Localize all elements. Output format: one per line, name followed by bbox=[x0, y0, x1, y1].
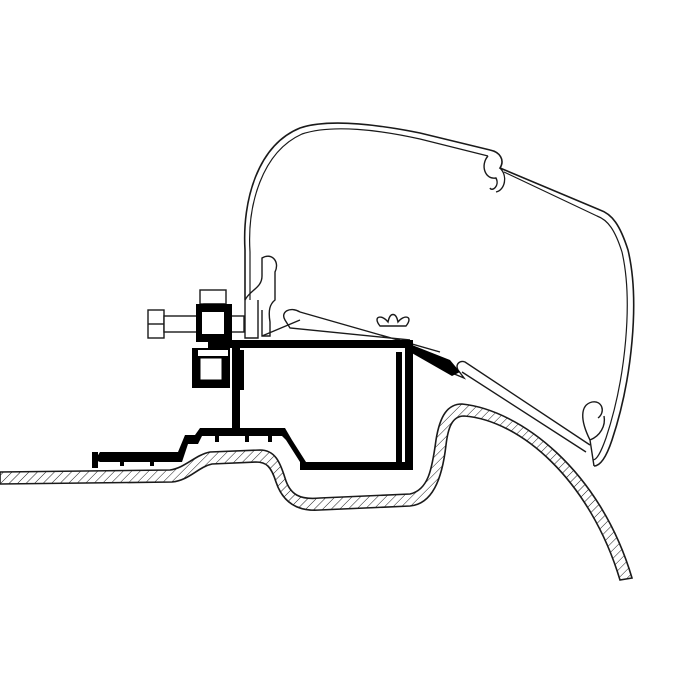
vehicle-roof bbox=[0, 403, 634, 581]
adapter-profile bbox=[92, 340, 460, 470]
housing-bottom-clip bbox=[582, 401, 606, 467]
housing-left-wall-lower bbox=[244, 300, 301, 339]
housing-left-hook bbox=[244, 255, 278, 337]
awning-housing bbox=[243, 122, 635, 467]
awning-housing-inner-wall bbox=[249, 128, 628, 461]
housing-top-clip bbox=[483, 155, 506, 193]
nut-block bbox=[192, 304, 232, 388]
housing-rail-keder bbox=[376, 313, 410, 327]
housing-lower-wall bbox=[283, 308, 591, 453]
